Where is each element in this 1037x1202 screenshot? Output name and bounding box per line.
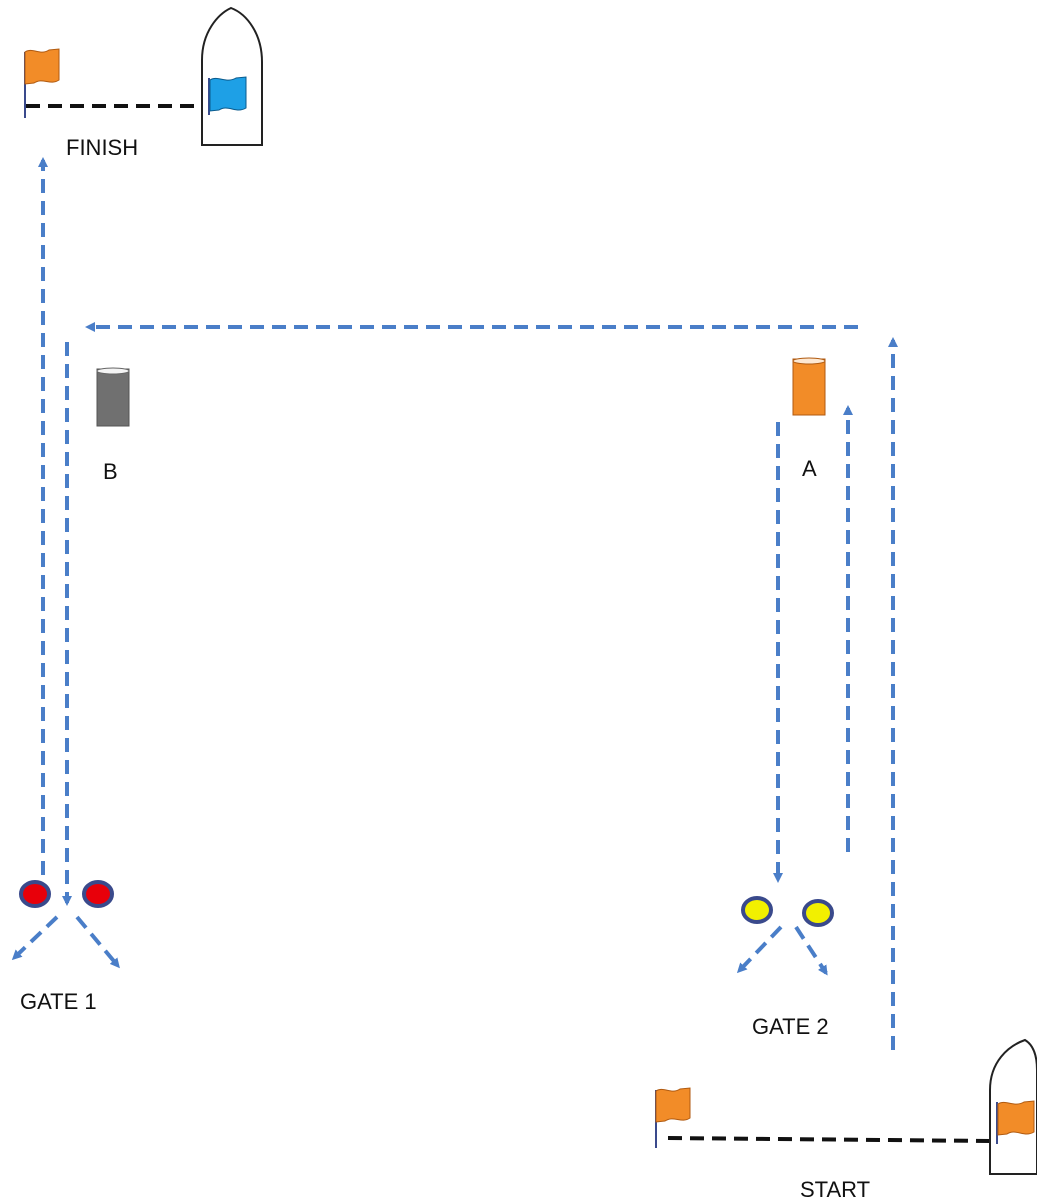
mark-b: B <box>96 367 130 484</box>
gate-2-right-buoy-icon <box>802 899 834 927</box>
start-line <box>667 1136 993 1143</box>
start-pin-flag-icon <box>655 1087 691 1148</box>
gate-2: GATE 2 <box>741 896 834 1039</box>
finish-pin-flag-icon <box>24 48 60 118</box>
start-label: START <box>800 1177 870 1202</box>
mark-b-cylinder-buoy-icon <box>96 367 130 427</box>
route-gate1-left-exit <box>11 915 59 961</box>
start-committee-boat-icon <box>989 1038 1037 1175</box>
mark-a-cylinder-buoy-icon <box>792 357 826 416</box>
gate-1-right-buoy-icon <box>82 880 114 908</box>
finish-line-group: FINISH <box>24 6 263 160</box>
gate-2-label: GATE 2 <box>752 1014 829 1039</box>
route-gate2-right-exit <box>794 925 828 976</box>
start-line-group: START <box>655 1038 1037 1202</box>
gate-1: GATE 1 <box>19 880 114 1014</box>
mark-a-label: A <box>802 456 817 481</box>
mark-b-label: B <box>103 459 118 484</box>
finish-label: FINISH <box>66 135 138 160</box>
gate-1-label: GATE 1 <box>20 989 97 1014</box>
gate-2-left-buoy-icon <box>741 896 773 924</box>
finish-committee-boat-icon <box>201 6 263 146</box>
mark-a: A <box>792 357 826 481</box>
route-gate2-left-exit <box>736 925 783 974</box>
route-lines <box>11 157 898 1050</box>
gate-1-left-buoy-icon <box>19 880 51 908</box>
route-gate1-right-exit <box>75 915 120 969</box>
